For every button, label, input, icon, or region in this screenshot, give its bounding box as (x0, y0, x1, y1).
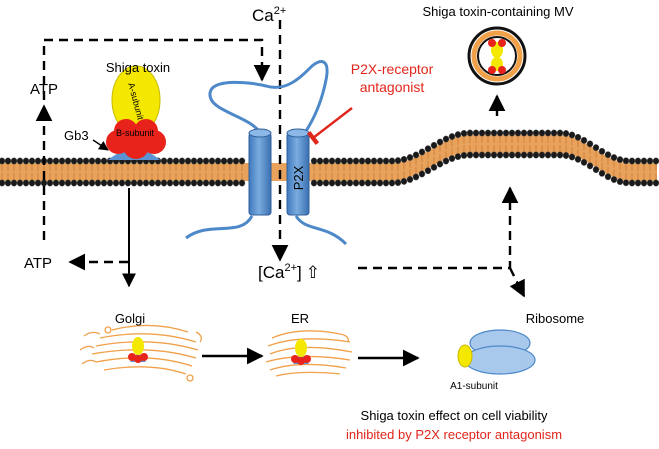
a1-subunit (457, 344, 473, 368)
ribosome-label: Ribosome (526, 311, 585, 326)
antagonist-label-2: antagonist (360, 79, 425, 95)
cell-membrane (0, 129, 659, 187)
gb3-label: Gb3 (64, 128, 89, 143)
p2x-transmembrane-1 (248, 132, 272, 216)
shiga-toxin-mv (467, 26, 527, 86)
ribosome (457, 329, 536, 375)
p2x-label: P2X (291, 165, 306, 190)
er-toxin (291, 339, 311, 365)
antagonist-inhibition-line (306, 107, 353, 146)
atp-bottom-label: ATP (24, 255, 52, 272)
b-subunit (123, 133, 149, 159)
shiga-toxin-label: Shiga toxin (106, 60, 170, 75)
dashed-arrow-to-ca-channel (42, 38, 271, 100)
gb3-pointer-arrow (92, 139, 109, 151)
p2x-tail-right (294, 215, 348, 246)
golgi-toxin (128, 337, 148, 363)
antagonist-label-1: P2X-receptor (351, 61, 434, 77)
dashed-arrow-to-mv-and-ribosome (358, 186, 519, 270)
er-label: ER (291, 311, 309, 326)
endoplasmic-reticulum (265, 330, 353, 377)
dashed-arrow-to-ribosome (508, 267, 526, 298)
up-arrow-icon: ⇧ (306, 263, 320, 282)
p2x-tail-left (185, 215, 254, 240)
p2x-extracellular-loop (208, 60, 329, 135)
effect-label-1: Shiga toxin effect on cell viability (361, 408, 548, 423)
a1-subunit-label: A1-subunit (450, 381, 498, 392)
calcium-concentration-label: [Ca2+]⇧ (258, 262, 320, 282)
mv-title: Shiga toxin-containing MV (422, 4, 573, 19)
b-subunit-label: B-subunit (116, 128, 155, 138)
golgi-label: Golgi (115, 311, 145, 326)
atp-top-label: ATP (30, 81, 58, 98)
effect-label-2: inhibited by P2X receptor antagonism (346, 427, 562, 442)
calcium-in-label: Ca2+ (252, 5, 286, 25)
shiga-toxin-complex: A-subunit B-subunit (106, 65, 166, 160)
